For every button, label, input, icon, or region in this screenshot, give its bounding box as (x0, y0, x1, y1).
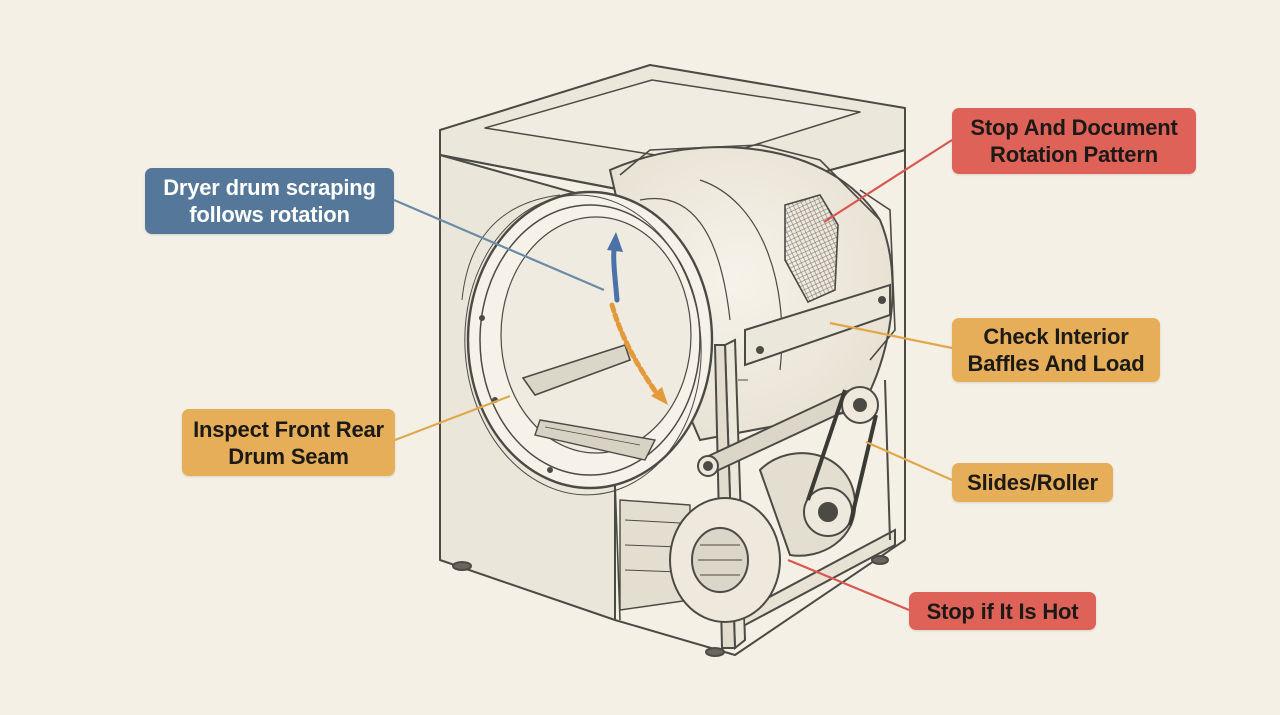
callout-check-baffles: Check Interior Baffles And Load (952, 318, 1160, 382)
rotation-arrow (607, 232, 668, 405)
leader-stop-hot (787, 558, 910, 612)
callout-line: Stop And Document (970, 115, 1178, 140)
leader-inspect-seam (394, 394, 511, 442)
callout-drum-scraping: Dryer drum scraping follows rotation (145, 168, 394, 234)
callout-line: Check Interior (983, 324, 1129, 349)
callout-stop-document: Stop And Document Rotation Pattern (952, 108, 1196, 174)
callout-line: Inspect Front Rear (193, 416, 384, 442)
leader-lines (393, 139, 953, 612)
callout-line: Drum Seam (228, 443, 349, 469)
leader-stop-document (823, 139, 953, 223)
callout-line: follows rotation (189, 202, 350, 227)
callout-stop-hot: Stop if It Is Hot (909, 592, 1096, 630)
frame-and-drive (669, 283, 896, 651)
callout-line: Slides/Roller (967, 470, 1098, 495)
door-opening (461, 190, 714, 496)
callout-inspect-seam: Inspect Front Rear Drum Seam (182, 409, 395, 476)
leader-drum-scraping (393, 198, 605, 292)
callout-line: Dryer drum scraping (163, 175, 376, 200)
callout-line: Stop if It Is Hot (926, 598, 1079, 624)
callout-line: Rotation Pattern (990, 142, 1158, 167)
callout-line: Baffles And Load (967, 351, 1145, 376)
leader-check-baffles (829, 321, 953, 350)
callout-slides-roller: Slides/Roller (952, 463, 1113, 502)
leader-slides-roller (865, 440, 953, 482)
